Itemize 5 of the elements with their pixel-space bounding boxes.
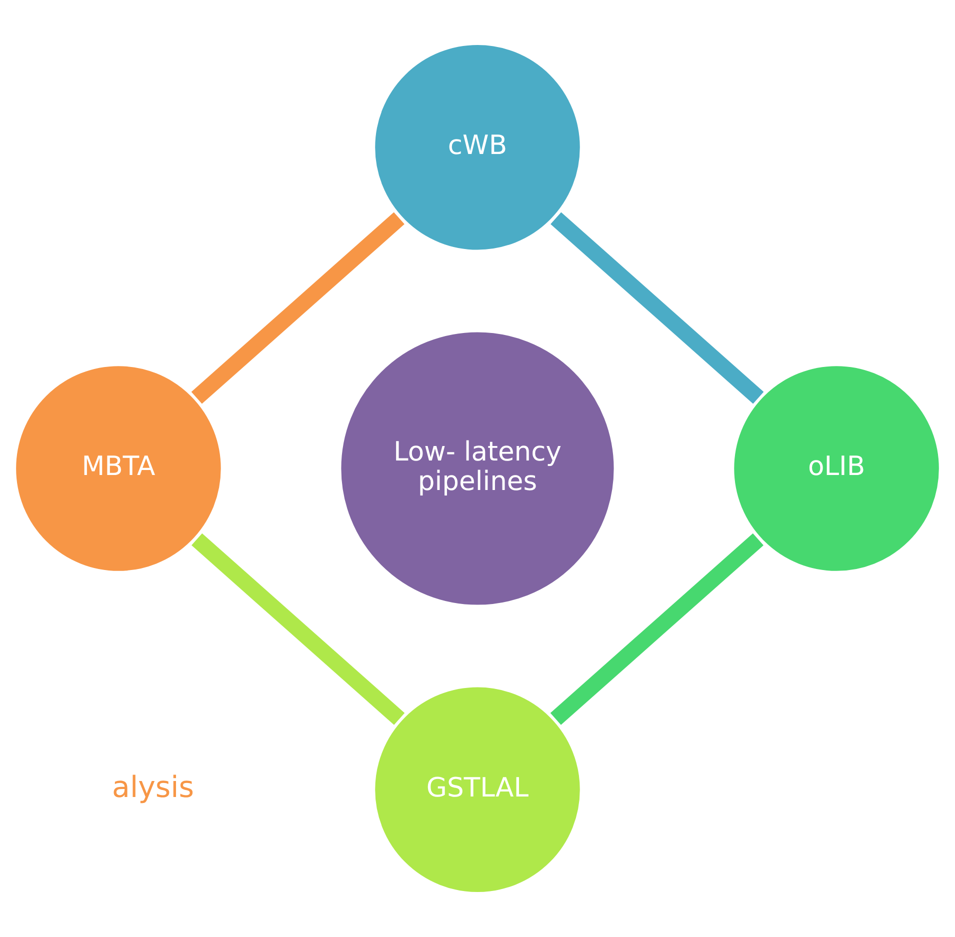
- label: alysis: [112, 770, 194, 804]
- connector: [550, 212, 764, 404]
- connector: [550, 533, 764, 725]
- connector: [191, 212, 404, 404]
- connector: [192, 533, 405, 725]
